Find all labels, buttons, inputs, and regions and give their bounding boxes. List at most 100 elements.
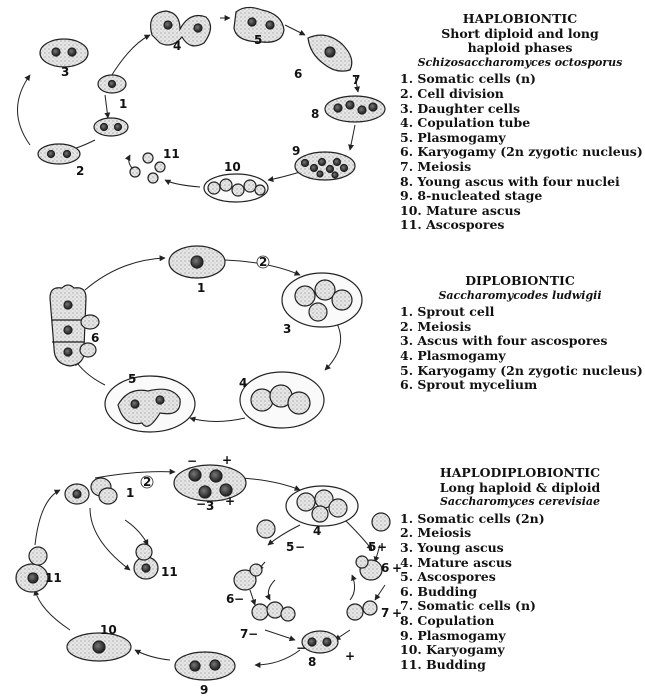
cycle-arrow (124, 519, 149, 546)
legend-item: 6. Karyogamy (2n zygotic nucleus) (400, 144, 643, 160)
label: 7 (381, 606, 389, 620)
haplodiplobiontic-labels: 1 2 3 4 5 5 6 6 7 7 8 9 10 11 11 (45, 475, 389, 697)
sign: + (392, 606, 402, 620)
cycle-arrow (94, 468, 176, 479)
legend-title: HAPLODIPLOBIONTIC (439, 465, 601, 480)
cycle-arrow (34, 489, 61, 546)
label: 4 (313, 524, 321, 538)
label: 10 (100, 623, 117, 637)
cycle-arrow (74, 359, 106, 386)
sign: − (187, 454, 197, 468)
legend-item: 1. Somatic cells (n) (400, 71, 536, 87)
sign: + (222, 453, 232, 467)
haplobiontic-cells (37, 6, 386, 203)
ascospore (147, 172, 159, 184)
legend-item: 8. Copulation (400, 612, 495, 628)
label: 3 (283, 322, 291, 336)
cycle-arrow (374, 584, 386, 601)
cycle-arrow (189, 416, 246, 423)
sign: + (225, 494, 235, 508)
legend-item: 9. 8-nucleated stage (400, 188, 543, 204)
cycle-arrow (348, 124, 356, 151)
sign: − (234, 592, 244, 606)
cycle-arrow (33, 589, 71, 631)
legend-item: 2. Cell division (400, 85, 504, 101)
cycle-arrow (17, 74, 31, 146)
cycle-arrow (84, 255, 166, 291)
legend-title: DIPLOBIONTIC (465, 273, 575, 288)
cycle-arrow (264, 579, 276, 601)
legend-diplobiontic: DIPLOBIONTIC Saccharomycodes ludwigii 1.… (400, 273, 643, 393)
cycle-arrow (164, 179, 201, 188)
cycle-arrow (324, 319, 342, 371)
cycle-arrow (267, 524, 301, 546)
legend-item: 2. Meiosis (400, 318, 472, 334)
label: 6 (294, 67, 302, 81)
label: 6 (91, 331, 99, 345)
cycle-arrow (89, 507, 131, 571)
legend-item: 6. Budding (400, 583, 478, 599)
ascospore (371, 512, 391, 532)
label: 3 (206, 499, 214, 513)
legend-item: 1. Sprout cell (400, 304, 495, 320)
legend-item: 9. Plasmogamy (400, 627, 506, 643)
legend-item: 4. Plasmogamy (400, 347, 506, 363)
legend-haplodiplobiontic: HAPLODIPLOBIONTIC Long haploid & diploid… (400, 465, 640, 672)
cycle-arrow (249, 589, 257, 606)
ascospore (142, 152, 154, 164)
legend-item: 4. Copulation tube (400, 115, 531, 131)
eight-nucleated-ascus (294, 151, 356, 181)
sign: − (196, 497, 206, 511)
legend-subtitle: Short diploid and long (441, 25, 599, 41)
cell (98, 487, 118, 505)
legend-item: 2. Meiosis (400, 525, 472, 541)
cell (39, 38, 89, 68)
legend-list: 1. Sprout cell 2. Meiosis 3. Ascus with … (400, 304, 643, 393)
cycle-arrow (373, 544, 381, 563)
label: 9 (200, 683, 208, 697)
haploid-cell (251, 603, 269, 621)
cycle-arrow (267, 171, 301, 183)
label: 9 (292, 144, 300, 158)
label: 8 (308, 655, 316, 669)
legend-title: HAPLOBIONTIC (462, 11, 578, 26)
legend-item: 8. Young ascus with four nuclei (400, 173, 620, 189)
label: 2 (143, 475, 151, 489)
haploid-cell (346, 603, 364, 621)
haplodiplobiontic-cells (15, 464, 391, 681)
cycle-arrow (134, 649, 171, 661)
label: 1 (197, 281, 205, 295)
legend-item: 11. Budding (400, 656, 486, 672)
budding-cell (233, 569, 257, 591)
label: 2 (76, 164, 84, 178)
haplobiontic-labels: 1 2 3 4 5 6 7 8 9 10 11 (61, 33, 360, 178)
sign: + (377, 540, 387, 554)
legend-item: 5. Ascospores (400, 569, 496, 585)
cycle-arrow (344, 519, 373, 551)
haplodiplobiontic-cycle (33, 468, 386, 668)
label-ring (140, 475, 154, 489)
legend-item: 1. Somatic cells (2n) (400, 510, 545, 526)
ascospore (256, 519, 276, 539)
label: 2 (259, 255, 267, 269)
label: 5 (286, 540, 294, 554)
cycle-arrow (254, 649, 301, 668)
legend-item: 7. Somatic cells (n) (400, 598, 536, 614)
cycle-arrow (284, 24, 306, 36)
cycle-arrow (349, 574, 357, 601)
cycle-arrow (239, 477, 301, 491)
legend-species: Saccharomyces cerevisiae (439, 495, 601, 509)
sign: − (296, 641, 306, 655)
label: 11 (161, 565, 178, 579)
cycle-arrow (264, 629, 296, 642)
plasmogamy-cell (233, 6, 285, 43)
label: 10 (224, 160, 241, 174)
cycle-arrow (354, 74, 361, 93)
label: 6 (381, 561, 389, 575)
legend-list: 1. Somatic cells (n) 2. Cell division 3.… (400, 71, 643, 233)
label: 8 (311, 107, 319, 121)
ascospore (129, 166, 141, 178)
label: 4 (173, 39, 181, 53)
label: 7 (352, 73, 360, 87)
